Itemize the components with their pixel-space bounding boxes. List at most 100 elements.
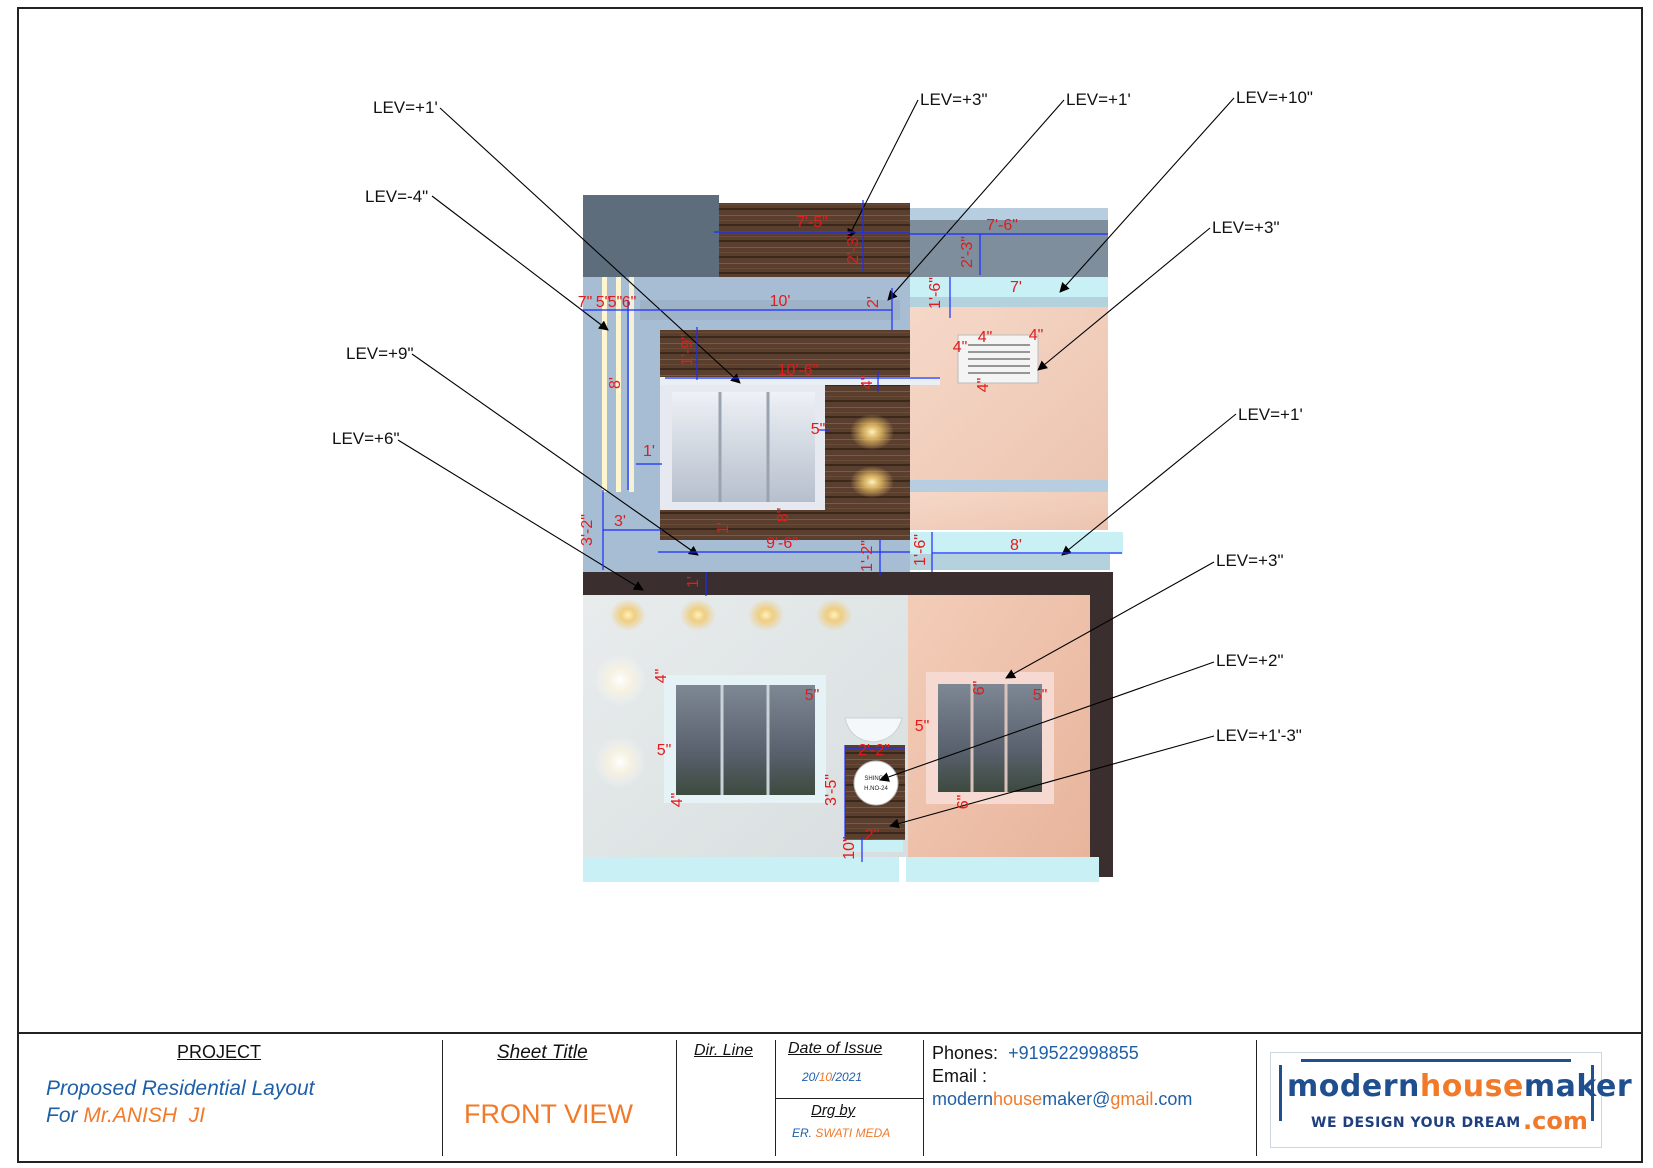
dimension-label: 9'-6" bbox=[766, 535, 798, 552]
dimension-label: 3'-2" bbox=[579, 514, 596, 546]
level-leaders bbox=[397, 97, 1237, 829]
email-value[interactable]: modernhousemaker@gmail.com bbox=[932, 1089, 1192, 1110]
level-label: LEV=+3" bbox=[920, 90, 987, 109]
nameplate-line1: SHINGH bbox=[864, 776, 887, 782]
email-part: maker@ bbox=[1042, 1089, 1111, 1109]
dimension-label: 6" bbox=[971, 681, 988, 696]
gate-lamp bbox=[844, 717, 903, 743]
logo-tagline: WE DESIGN YOUR DREAM bbox=[1311, 1115, 1521, 1131]
level-label: LEV=+10" bbox=[1236, 88, 1313, 107]
level-leader-line bbox=[1005, 561, 1215, 679]
dimension-label: 7'-6" bbox=[986, 217, 1018, 234]
stair-tower bbox=[583, 195, 719, 285]
dimension-label: 7' bbox=[1010, 279, 1022, 296]
dimension-lines bbox=[582, 200, 1122, 862]
separator bbox=[676, 1040, 677, 1156]
plinth-right bbox=[906, 857, 1099, 882]
building: SHINGH H.NO-24 bbox=[583, 195, 1123, 882]
level-label: LEV=+9" bbox=[346, 344, 413, 363]
drg-by-heading: Drg by bbox=[811, 1102, 856, 1119]
dimension-label: 2'-3" bbox=[845, 232, 862, 264]
level-label: LEV=+1' bbox=[373, 98, 438, 117]
dimension-label: 8" bbox=[775, 508, 792, 523]
wall-light-1 bbox=[850, 414, 894, 450]
dimension-label: 5" bbox=[805, 687, 820, 704]
level-label: LEV=+1' bbox=[1066, 90, 1131, 109]
project-heading: PROJECT bbox=[177, 1042, 262, 1062]
level-labels: LEV=+1'LEV=+3"LEV=+1'LEV=+10"LEV=-4"LEV=… bbox=[332, 88, 1313, 745]
dimension-label: 1'-6" bbox=[927, 277, 944, 309]
dimension-labels: 7'-5"2'-3"7'-6"2'-3"7"5"5"6"10'2'1'-6"7'… bbox=[578, 214, 1048, 860]
level-leader-line bbox=[397, 439, 644, 591]
separator bbox=[923, 1040, 924, 1156]
dimension-label: 5" bbox=[657, 742, 672, 759]
dimension-label: 7" bbox=[578, 294, 593, 311]
company-logo: modernhousemaker WE DESIGN YOUR DREAM .c… bbox=[1270, 1052, 1632, 1148]
nameplate-disc bbox=[853, 760, 899, 806]
project-line1: Proposed Residential Layout bbox=[46, 1077, 315, 1100]
logo-part: modern bbox=[1287, 1069, 1420, 1104]
dimension-label: 4" bbox=[953, 339, 968, 356]
dimension-label: 4" bbox=[978, 329, 993, 346]
dimension-label: 7'-5" bbox=[796, 214, 828, 231]
dimension-label: 4" bbox=[859, 375, 876, 390]
tower-parapet-wood bbox=[719, 203, 910, 285]
dimension-label: 5" bbox=[596, 294, 611, 311]
logo-rule bbox=[1301, 1059, 1571, 1062]
level-leader-line bbox=[431, 195, 609, 331]
level-leader-line bbox=[1059, 97, 1235, 293]
dimension-label: 3'-5" bbox=[823, 774, 840, 806]
dimension-label: 4" bbox=[1029, 327, 1044, 344]
logo-part: maker bbox=[1523, 1069, 1633, 1104]
dimension-label: 8' bbox=[607, 377, 624, 389]
logo-wordmark: modernhousemaker bbox=[1287, 1069, 1632, 1104]
upper-right-wall bbox=[910, 305, 1108, 490]
email-part: modern bbox=[932, 1089, 994, 1109]
dimension-label: 8' bbox=[1010, 537, 1022, 554]
wall-light-2 bbox=[850, 466, 894, 498]
level-label: LEV=+2" bbox=[1216, 651, 1283, 670]
dimension-label: 10' bbox=[770, 293, 791, 310]
dimension-label: 2' bbox=[865, 296, 882, 308]
sheet-title: FRONT VIEW bbox=[464, 1099, 634, 1129]
email-part: house bbox=[993, 1089, 1043, 1109]
level-label: LEV=+6" bbox=[332, 429, 399, 448]
drawing-frame bbox=[17, 7, 1643, 1163]
floor-band-left bbox=[660, 540, 910, 572]
dimension-label: 4" bbox=[669, 793, 686, 808]
separator bbox=[442, 1040, 443, 1156]
top-slab-right-lower bbox=[910, 297, 1108, 307]
ground-left-window-glass bbox=[676, 685, 815, 795]
upper-right-band bbox=[910, 480, 1108, 492]
right-column bbox=[1090, 572, 1113, 877]
level-label: LEV=+3" bbox=[1212, 218, 1279, 237]
floor-beam bbox=[583, 572, 1113, 595]
dimension-label: 2'-3" bbox=[959, 236, 976, 268]
phones-label: Phones: bbox=[932, 1043, 999, 1063]
level-leader-line bbox=[889, 735, 1215, 829]
dimension-label: 3' bbox=[614, 513, 626, 530]
ceiling-light-3 bbox=[748, 599, 784, 631]
title-block bbox=[17, 1032, 1643, 1163]
fin-1 bbox=[602, 277, 607, 492]
ceiling-light-2 bbox=[680, 599, 716, 631]
drg-by: ER. SWATI MEDA bbox=[792, 1126, 890, 1140]
email-part: .com bbox=[1153, 1089, 1193, 1109]
logo-rule bbox=[1591, 1065, 1594, 1121]
dimension-label: 6" bbox=[622, 294, 637, 311]
date-day: 20/ bbox=[802, 1070, 819, 1084]
client-name: Mr.ANISH JI bbox=[83, 1104, 206, 1127]
dir-line: Dir. Line bbox=[694, 1042, 753, 1059]
logo-tld: .com bbox=[1523, 1107, 1588, 1135]
phones-row: Phones: +919522998855 bbox=[932, 1043, 1139, 1064]
date-month: 10 bbox=[818, 1070, 833, 1084]
ceiling-light-1 bbox=[610, 599, 646, 631]
level-label: LEV=+1' bbox=[1238, 405, 1303, 424]
pillar-base bbox=[853, 840, 903, 852]
level-label: LEV=+1'-3" bbox=[1216, 726, 1302, 745]
dimension-label: 1' bbox=[715, 522, 732, 534]
phones-value[interactable]: +919522998855 bbox=[1008, 1043, 1139, 1063]
dimension-label: 1'-6" bbox=[912, 534, 929, 566]
balcony-slab-right-low bbox=[910, 554, 1110, 570]
level-leader-line bbox=[439, 107, 741, 384]
